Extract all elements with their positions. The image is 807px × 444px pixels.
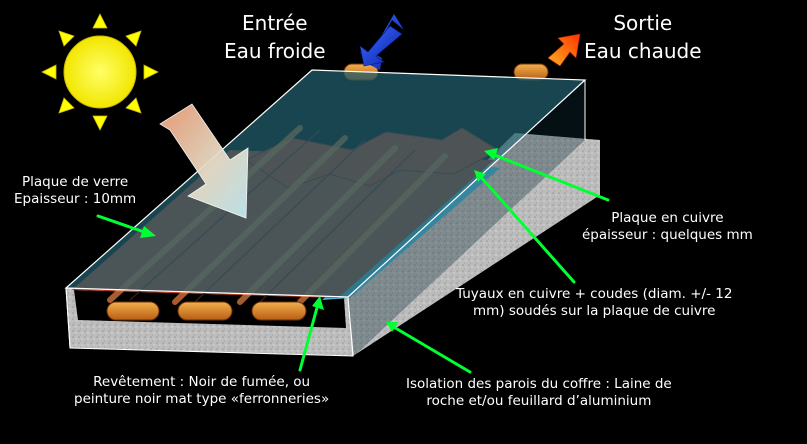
inlet-label: Entrée Eau froide (224, 10, 326, 65)
copper-plate-label: Plaque en cuivre épaisseur : quelques mm (582, 210, 753, 245)
glass-plate-label-line1: Plaque de verre (21, 174, 129, 190)
insulation-label: Isolation des parois du coffre : Laine d… (406, 376, 672, 411)
pipe-cross-sections (106, 301, 307, 321)
outlet-label: Sortie Eau chaude (584, 10, 702, 65)
copper-plate-label-line1: Plaque en cuivre (611, 210, 724, 226)
sun-icon (41, 13, 159, 131)
glass-plate-label: Plaque de verre Epaisseur : 10mm (14, 174, 136, 209)
outlet-label-line1: Sortie (613, 11, 673, 35)
pointer-lines (96, 148, 610, 374)
outlet-label-line2: Eau chaude (584, 38, 702, 63)
coating-label-line2: peinture noir mat type «ferronneries» (74, 391, 330, 408)
pipes-label-line2: mm) soudés sur la plaque de cuivre (473, 303, 716, 320)
copper-plate-label-line2: épaisseur : quelques mm (582, 227, 753, 244)
coating-label: Revêtement : Noir de fumée, ou peinture … (74, 374, 329, 409)
pipes-label-line1: Tuyaux en cuivre + coudes (diam. +/- 12 (456, 286, 733, 302)
insulation-label-line1: Isolation des parois du coffre : Laine d… (406, 376, 672, 392)
sunlight-arrow (159, 103, 249, 219)
inlet-label-line2: Eau froide (224, 38, 326, 63)
cold-water-arrow-icon (359, 14, 404, 70)
hot-water-arrow-icon (547, 33, 581, 67)
insulation-label-line2: roche et/ou feuillard d’aluminium (426, 393, 652, 410)
inlet-label-line1: Entrée (242, 11, 308, 35)
glass-plate (64, 69, 587, 357)
glass-plate-label-line2: Epaisseur : 10mm (14, 191, 137, 208)
pipes-label: Tuyaux en cuivre + coudes (diam. +/- 12 … (456, 286, 732, 321)
coating-label-line1: Revêtement : Noir de fumée, ou (93, 374, 311, 390)
